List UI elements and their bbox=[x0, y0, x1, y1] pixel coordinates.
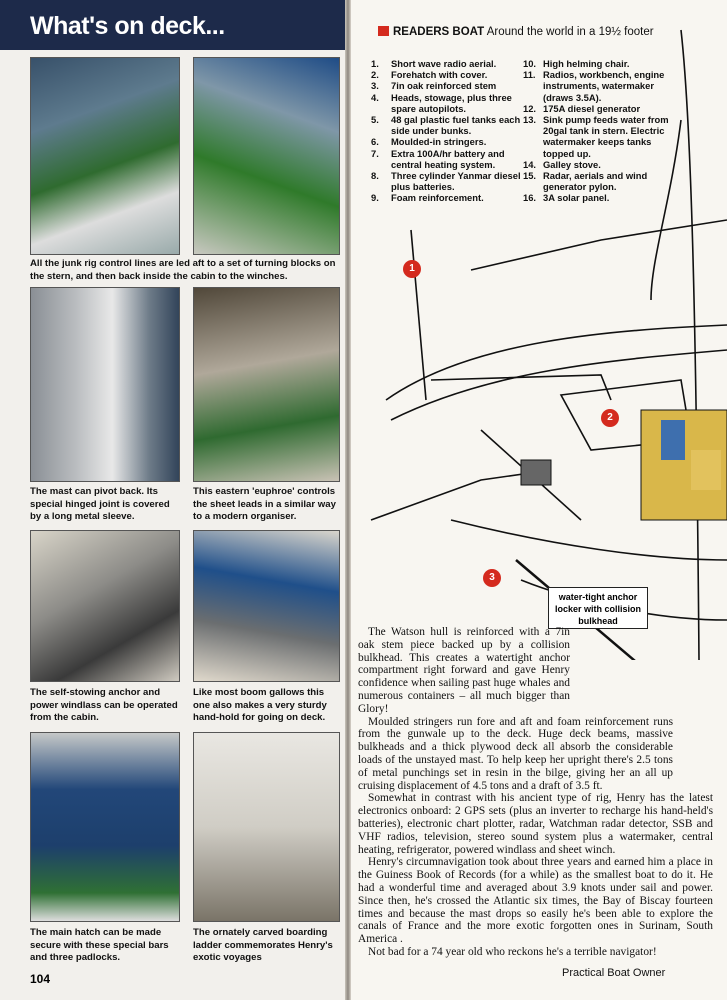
key-number: 5. bbox=[371, 114, 379, 126]
key-list-right: 10. High helming chair. 11. Radios, workben… bbox=[523, 58, 673, 204]
key-text: 7in oak reinforced stem bbox=[391, 80, 497, 92]
key-number: 10. bbox=[523, 58, 537, 69]
key-item: 4. Heads, stowage, plus three spare autop… bbox=[371, 92, 521, 114]
key-text: 48 gal plastic fuel tanks each side unde… bbox=[391, 114, 521, 137]
section-header: READERS BOAT Around the world in a 19½ f… bbox=[378, 26, 654, 38]
paragraph: Moulded stringers run fore and aft and f… bbox=[358, 715, 673, 792]
caption-5: Like most boom gallows this one also mak… bbox=[193, 687, 327, 723]
marker-1: 1 bbox=[403, 260, 421, 278]
key-item: 6. Moulded-in stringers. bbox=[371, 136, 521, 147]
anchor-locker-callout: water-tight anchor locker with collision… bbox=[548, 587, 648, 629]
key-text: Moulded-in stringers. bbox=[391, 136, 487, 148]
key-text: High helming chair. bbox=[543, 58, 630, 69]
key-item: 7. Extra 100A/hr battery and central heat… bbox=[371, 148, 521, 170]
key-number: 16. bbox=[523, 192, 537, 204]
key-text: Forehatch with cover. bbox=[391, 69, 488, 81]
caption-7: The ornately carved boarding ladder comm… bbox=[193, 927, 333, 963]
key-item: 9. Foam reinforcement. bbox=[371, 192, 521, 203]
key-item: 14. Galley stove. bbox=[523, 159, 673, 170]
key-number: 11. bbox=[523, 69, 536, 81]
key-item: 16. 3A solar panel. bbox=[523, 192, 673, 203]
photo-boarding-ladder bbox=[193, 732, 340, 922]
readers-boat-logo-icon bbox=[378, 26, 389, 36]
caption-6: The main hatch can be made secure with t… bbox=[30, 927, 169, 963]
photo-stern-control-lines bbox=[30, 57, 180, 255]
article-body: The Watson hull is reinforced with a 7in… bbox=[358, 626, 713, 959]
paragraph: Henry's circumnavigation took about thre… bbox=[358, 856, 713, 946]
key-number: 4. bbox=[371, 91, 379, 103]
key-number: 8. bbox=[371, 170, 379, 182]
caption-4: The self-stowing anchor and power windla… bbox=[30, 687, 178, 723]
section-label: READERS BOAT bbox=[393, 26, 485, 38]
photo-anchor-windlass bbox=[30, 530, 180, 682]
key-item: 11. Radios, workbench, engine instruments… bbox=[523, 69, 673, 103]
key-text: Radar, aerials and wind generator pylon. bbox=[543, 170, 648, 193]
caption-1: All the junk rig control lines are led a… bbox=[30, 258, 336, 282]
boat-cutaway-drawing bbox=[370, 29, 727, 660]
article-subtitle: Around the world in a 19½ footer bbox=[486, 26, 654, 38]
photo-mast-pivot bbox=[30, 287, 180, 482]
key-text: Three cylinder Yanmar diesel plus batter… bbox=[391, 170, 521, 193]
key-text: Heads, stowage, plus three spare autopil… bbox=[391, 91, 512, 114]
photo-euphroe bbox=[193, 287, 340, 482]
key-number: 7. bbox=[371, 147, 379, 159]
photo-cockpit bbox=[193, 57, 340, 255]
key-text: 175A diesel generator bbox=[543, 102, 641, 114]
paragraph: The Watson hull is reinforced with a 7in… bbox=[358, 626, 570, 715]
key-number: 6. bbox=[371, 136, 379, 148]
key-text: Foam reinforcement. bbox=[391, 192, 484, 204]
key-number: 12. bbox=[523, 102, 537, 114]
key-text: Galley stove. bbox=[543, 158, 601, 170]
key-item: 5. 48 gal plastic fuel tanks each side un… bbox=[371, 114, 521, 136]
key-number: 9. bbox=[371, 192, 379, 204]
key-text: Short wave radio aerial. bbox=[391, 58, 497, 69]
key-item: 3. 7in oak reinforced stem bbox=[371, 80, 521, 91]
marker-2: 2 bbox=[601, 409, 619, 427]
marker-3: 3 bbox=[483, 569, 501, 587]
key-item: 12. 175A diesel generator bbox=[523, 103, 673, 114]
key-item: 8. Three cylinder Yanmar diesel plus batt… bbox=[371, 170, 521, 192]
key-number: 1. bbox=[371, 58, 379, 69]
header-band bbox=[0, 0, 347, 50]
key-text: 3A solar panel. bbox=[543, 192, 610, 204]
publication-name: Practical Boat Owner bbox=[562, 967, 666, 979]
photo-boom-gallows bbox=[193, 530, 340, 682]
caption-3: This eastern 'euphroe' controls the shee… bbox=[193, 486, 336, 522]
key-number: 3. bbox=[371, 80, 379, 92]
key-number: 14. bbox=[523, 158, 537, 170]
page-number: 104 bbox=[30, 972, 51, 986]
key-item: 2. Forehatch with cover. bbox=[371, 69, 521, 80]
key-item: 1. Short wave radio aerial. bbox=[371, 58, 521, 69]
key-text: Extra 100A/hr battery and central heatin… bbox=[391, 147, 505, 170]
key-text: Radios, workbench, engine instruments, w… bbox=[543, 69, 665, 103]
photo-main-hatch bbox=[30, 732, 180, 922]
paragraph: Not bad for a 74 year old who reckons he… bbox=[368, 945, 657, 958]
key-number: 13. bbox=[523, 114, 537, 126]
key-item: 13. Sink pump feeds water from 20gal tank… bbox=[523, 114, 673, 159]
key-list-left: 1. Short wave radio aerial. 2. Forehatch wi… bbox=[371, 58, 521, 204]
key-number: 2. bbox=[371, 69, 379, 81]
key-item: 15. Radar, aerials and wind generator pyl… bbox=[523, 170, 673, 192]
gutter bbox=[345, 0, 351, 1000]
caption-2: The mast can pivot back. Its special hin… bbox=[30, 486, 170, 522]
paragraph: Somewhat in contrast with his ancient ty… bbox=[358, 792, 713, 856]
key-item: 10. High helming chair. bbox=[523, 58, 673, 69]
key-number: 15. bbox=[523, 170, 537, 182]
key-text: Sink pump feeds water from 20gal tank in… bbox=[543, 114, 669, 159]
page-title: What's on deck... bbox=[30, 12, 225, 40]
